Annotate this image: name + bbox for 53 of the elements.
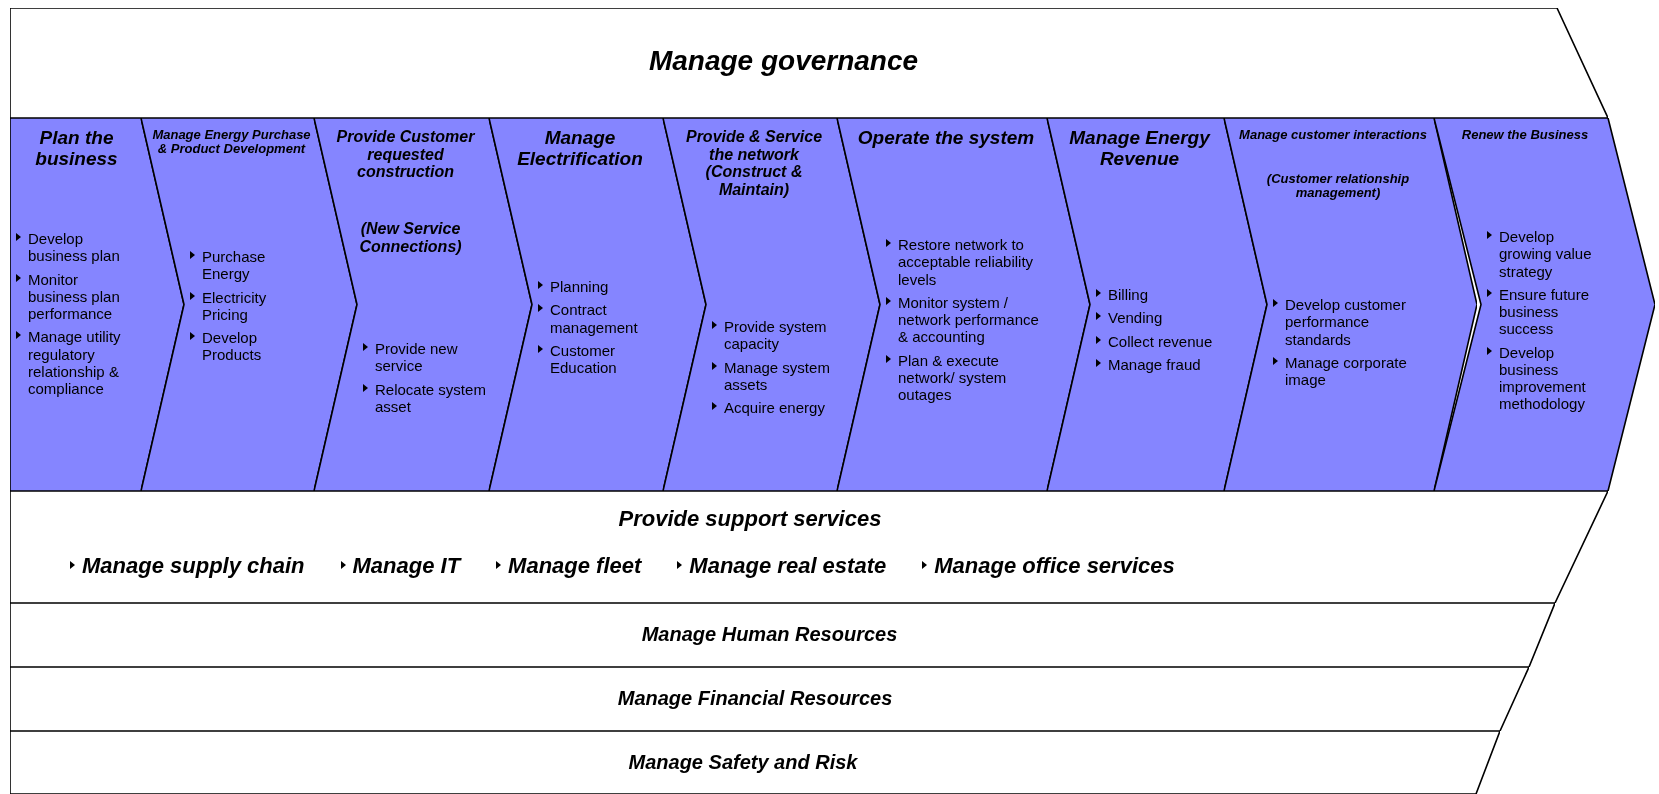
stage-heading: Manage customer interactions	[1238, 128, 1428, 143]
list-item: Manage fraud	[1108, 355, 1201, 373]
list-item: Manage corporate image	[1285, 353, 1408, 389]
stage-heading: (Customer relationship management)	[1265, 172, 1411, 201]
list-item: Acquire energy	[724, 399, 825, 417]
stage-heading: Plan the business	[34, 128, 119, 170]
stage-heading: Manage Electrification	[516, 128, 644, 170]
list-item: Planning	[550, 278, 609, 296]
band-title: Manage Human Resources	[640, 623, 899, 645]
stage-heading: Provide & Service the network (Construct & Maintain)	[684, 128, 824, 199]
band-title: Provide support services	[617, 507, 883, 532]
list-item: Billing	[1108, 286, 1149, 304]
value-chain-stage	[1434, 118, 1655, 491]
process-band	[10, 667, 1529, 731]
list-item: Restore network to acceptable reliability levels	[898, 236, 1035, 288]
list-item: Develop customer performance standards	[1285, 296, 1407, 348]
band-title: Manage governance	[647, 46, 920, 77]
list-item: Manage supply chain	[82, 554, 305, 579]
list-item: Manage real estate	[689, 554, 887, 579]
stage-heading: Operate the system	[856, 128, 1036, 149]
stage-heading: Provide Customer requested construction	[335, 128, 476, 181]
list-item: Vending	[1108, 309, 1163, 327]
list-item: Ensure future business success	[1499, 285, 1591, 338]
process-band	[10, 603, 1555, 667]
list-item: Manage system assets	[724, 358, 831, 393]
process-band	[10, 8, 1608, 118]
list-item: Provide system capacity	[724, 318, 828, 353]
list-item: Manage office services	[934, 554, 1175, 579]
list-item: Electricity Pricing	[202, 288, 268, 323]
list-item: Purchase Energy	[202, 248, 267, 283]
list-item: Plan & execute network/ system outages	[898, 351, 1008, 404]
list-item: Manage utility regulatory relationship & compliance	[28, 328, 122, 398]
list-item: Monitor business plan performance	[28, 270, 121, 323]
list-item: Develop business plan	[28, 230, 121, 265]
process-band	[10, 491, 1608, 603]
list-item: Develop Products	[202, 329, 263, 364]
band-title: Manage Financial Resources	[616, 687, 894, 709]
list-item: Provide new service	[375, 340, 459, 375]
list-item: Develop business improvement methodology	[1499, 343, 1587, 413]
stage-heading: Renew the Business	[1460, 128, 1590, 143]
band-title: Manage Safety and Risk	[627, 750, 859, 773]
list-item: Relocate system asset	[375, 380, 487, 415]
list-item: Customer Education	[550, 341, 618, 377]
list-item: Collect revenue	[1108, 332, 1213, 350]
stage-heading: Manage Energy Purchase & Product Development	[151, 128, 312, 157]
list-item: Manage IT	[352, 554, 461, 579]
list-item: Monitor system / network performance & accounting	[898, 293, 1040, 346]
list-item: Contract management	[550, 301, 639, 336]
stage-heading: (New Service Connections)	[358, 220, 463, 256]
stage-heading: Manage Energy Revenue	[1068, 128, 1212, 170]
list-item: Manage fleet	[508, 554, 642, 579]
list-item: Develop growing value strategy	[1499, 228, 1593, 280]
process-band	[10, 731, 1500, 794]
